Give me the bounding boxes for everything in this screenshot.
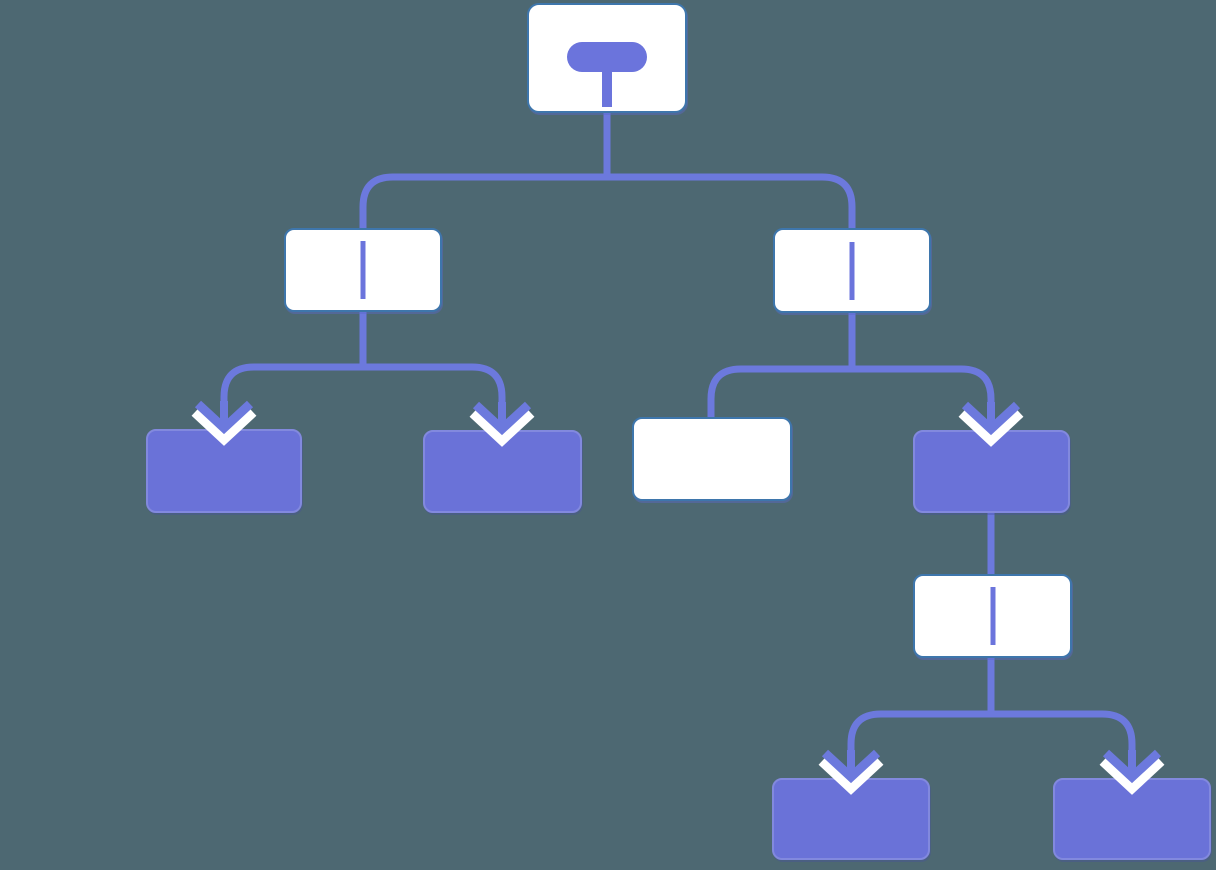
mindmap-node-mid-passthrough[interactable] [913,574,1072,658]
mindmap-node-child-plain[interactable] [632,417,792,501]
mindmap-node-child-target[interactable] [913,430,1070,513]
connector-line [707,365,995,419]
connector-line [220,363,506,408]
pass-through-bar-icon [990,587,995,645]
root-topic-icon [567,42,647,72]
mindmap-node-root[interactable] [527,3,687,113]
connector-line [847,710,1136,757]
mindmap-node-leaf-bottom-1[interactable] [772,778,930,860]
mindmap-node-branch-right[interactable] [773,228,931,313]
connector-line [359,173,856,228]
pass-through-bar-icon [360,241,366,299]
root-topic-stem-icon [602,70,612,107]
pass-through-bar-icon [849,241,855,300]
mindmap-node-branch-left[interactable] [284,228,442,312]
mindmap-node-leaf-bottom-2[interactable] [1053,778,1211,860]
mindmap-node-leaf-left-1[interactable] [146,429,302,513]
mindmap-node-leaf-left-2[interactable] [423,430,582,513]
